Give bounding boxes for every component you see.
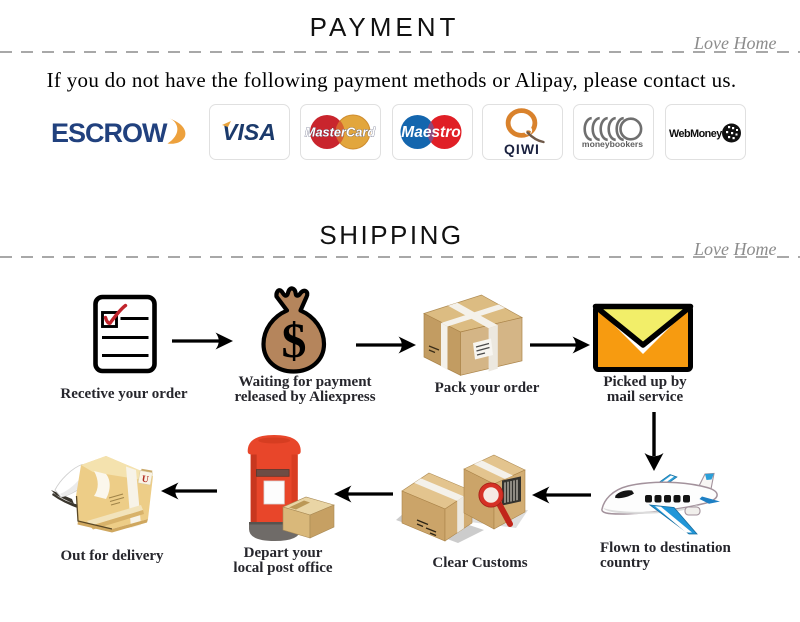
svg-text:QIWI: QIWI: [504, 141, 540, 157]
svg-text:Maestro: Maestro: [401, 124, 460, 141]
svg-text:ESCROW: ESCROW: [51, 118, 168, 148]
svg-text:VISA: VISA: [222, 119, 276, 145]
svg-text:WebMoney: WebMoney: [669, 128, 722, 140]
svg-text:U: U: [141, 475, 150, 486]
svg-text:$: $: [282, 312, 307, 368]
svg-text:MasterCard: MasterCard: [305, 125, 377, 140]
svg-text:moneybookers: moneybookers: [582, 139, 643, 149]
